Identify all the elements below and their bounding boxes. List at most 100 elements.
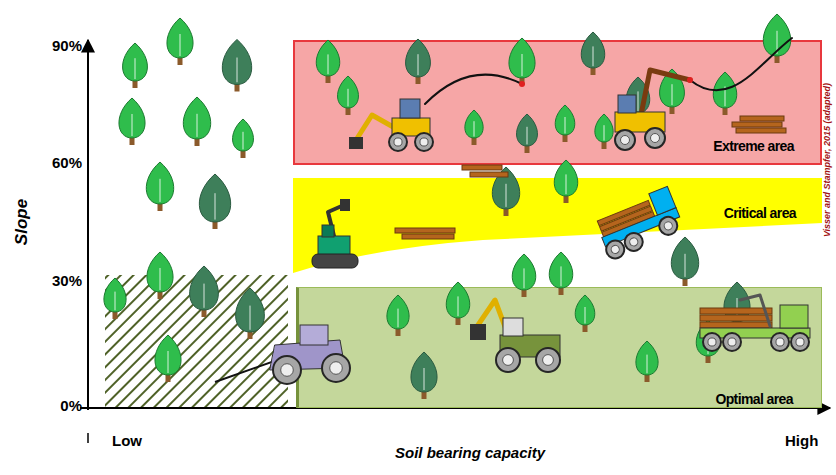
tree-trunk xyxy=(522,288,527,297)
machine-part xyxy=(740,295,770,326)
tree-stem xyxy=(418,54,419,75)
wheel-hub xyxy=(281,364,294,377)
tree-stem xyxy=(777,31,778,54)
wheel-hub xyxy=(543,355,554,366)
tree-symbol xyxy=(492,167,519,216)
wheel xyxy=(645,128,665,148)
tree-stem xyxy=(237,58,238,83)
tree-crown xyxy=(119,98,145,138)
wheel xyxy=(703,333,721,351)
tree-crown xyxy=(549,252,573,288)
log xyxy=(740,116,784,121)
tree-symbol xyxy=(465,110,483,145)
tree-trunk xyxy=(133,79,138,88)
tree-stem xyxy=(115,292,116,311)
machine-part xyxy=(462,165,502,170)
tree-symbol xyxy=(555,105,575,142)
machine-body xyxy=(602,208,680,247)
tree-crown xyxy=(167,18,193,58)
machine-part xyxy=(780,305,808,328)
wheel-hub xyxy=(394,138,402,146)
log xyxy=(600,206,653,231)
tree-trunk xyxy=(158,290,163,299)
machine-part xyxy=(536,348,560,372)
machine-part xyxy=(215,352,300,382)
winch-cable xyxy=(215,352,300,382)
machine-part xyxy=(273,356,301,384)
tree-symbol xyxy=(222,40,251,92)
band-label: Extreme area xyxy=(713,138,794,154)
crane-arm xyxy=(740,295,770,326)
tree-crown xyxy=(554,160,578,196)
machine-part xyxy=(496,348,520,372)
tree-trunk xyxy=(723,106,728,115)
machine-part xyxy=(700,315,772,321)
wheel xyxy=(622,230,645,253)
tick-label: 60% xyxy=(52,154,82,171)
machine-part xyxy=(392,118,430,136)
tree-stem xyxy=(398,309,399,328)
tree-crown xyxy=(123,43,148,81)
log xyxy=(700,315,772,321)
wheel xyxy=(791,333,809,351)
tree-crown xyxy=(724,282,750,322)
tree-symbol xyxy=(713,72,737,115)
wheel xyxy=(322,354,350,382)
machine-part xyxy=(622,230,645,253)
tree-stem xyxy=(348,89,349,107)
machine-part xyxy=(690,38,792,90)
tree-symbol xyxy=(123,43,148,88)
boom-arm xyxy=(356,115,395,140)
cable-choker xyxy=(519,81,525,87)
machine-part xyxy=(519,81,525,87)
machine-part xyxy=(740,116,784,121)
tree-trunk xyxy=(683,277,688,286)
tree-crown xyxy=(104,278,126,312)
machine-part xyxy=(736,128,786,133)
tree-trunk xyxy=(195,137,200,146)
machine-part xyxy=(470,172,508,177)
tree-stem xyxy=(737,298,738,320)
tree-symbol xyxy=(660,69,685,114)
tree-crown xyxy=(660,69,685,107)
axis-tick xyxy=(87,433,89,443)
tree-crown xyxy=(555,105,575,135)
tree-trunk xyxy=(564,194,569,203)
tree-crown xyxy=(446,282,470,318)
tree-trunk xyxy=(422,390,427,399)
machine-part xyxy=(425,75,522,104)
tree-trunk xyxy=(235,83,240,92)
tree-trunk xyxy=(113,310,118,319)
tree-stem xyxy=(566,174,567,194)
tree-symbol xyxy=(119,98,145,145)
tree-stem xyxy=(565,117,566,134)
tree-symbol xyxy=(763,14,790,63)
machine-body xyxy=(700,328,810,338)
wheel-hub xyxy=(610,244,621,255)
tree-crown xyxy=(236,288,265,332)
tree-stem xyxy=(593,46,594,66)
tree-trunk xyxy=(416,75,421,84)
tree-stem xyxy=(168,351,169,373)
tree-crown xyxy=(199,174,230,222)
tree-crown xyxy=(155,335,181,375)
machine-body xyxy=(270,340,345,370)
tree-stem xyxy=(215,193,216,219)
tree-stem xyxy=(180,34,181,56)
tree-crown xyxy=(146,162,173,204)
log xyxy=(732,122,782,127)
tree-symbol xyxy=(671,237,698,286)
tree-crown xyxy=(406,39,431,77)
tree-symbol xyxy=(146,162,173,211)
machine-part xyxy=(270,340,345,370)
machine-part xyxy=(322,354,350,382)
machine-part xyxy=(312,254,358,268)
tree-stem xyxy=(197,114,198,137)
tree-symbol xyxy=(316,40,340,83)
machine-part xyxy=(328,205,344,240)
wheel xyxy=(496,348,520,372)
tree-symbol xyxy=(724,282,750,329)
band-shape xyxy=(293,178,822,273)
wheel xyxy=(657,214,680,237)
